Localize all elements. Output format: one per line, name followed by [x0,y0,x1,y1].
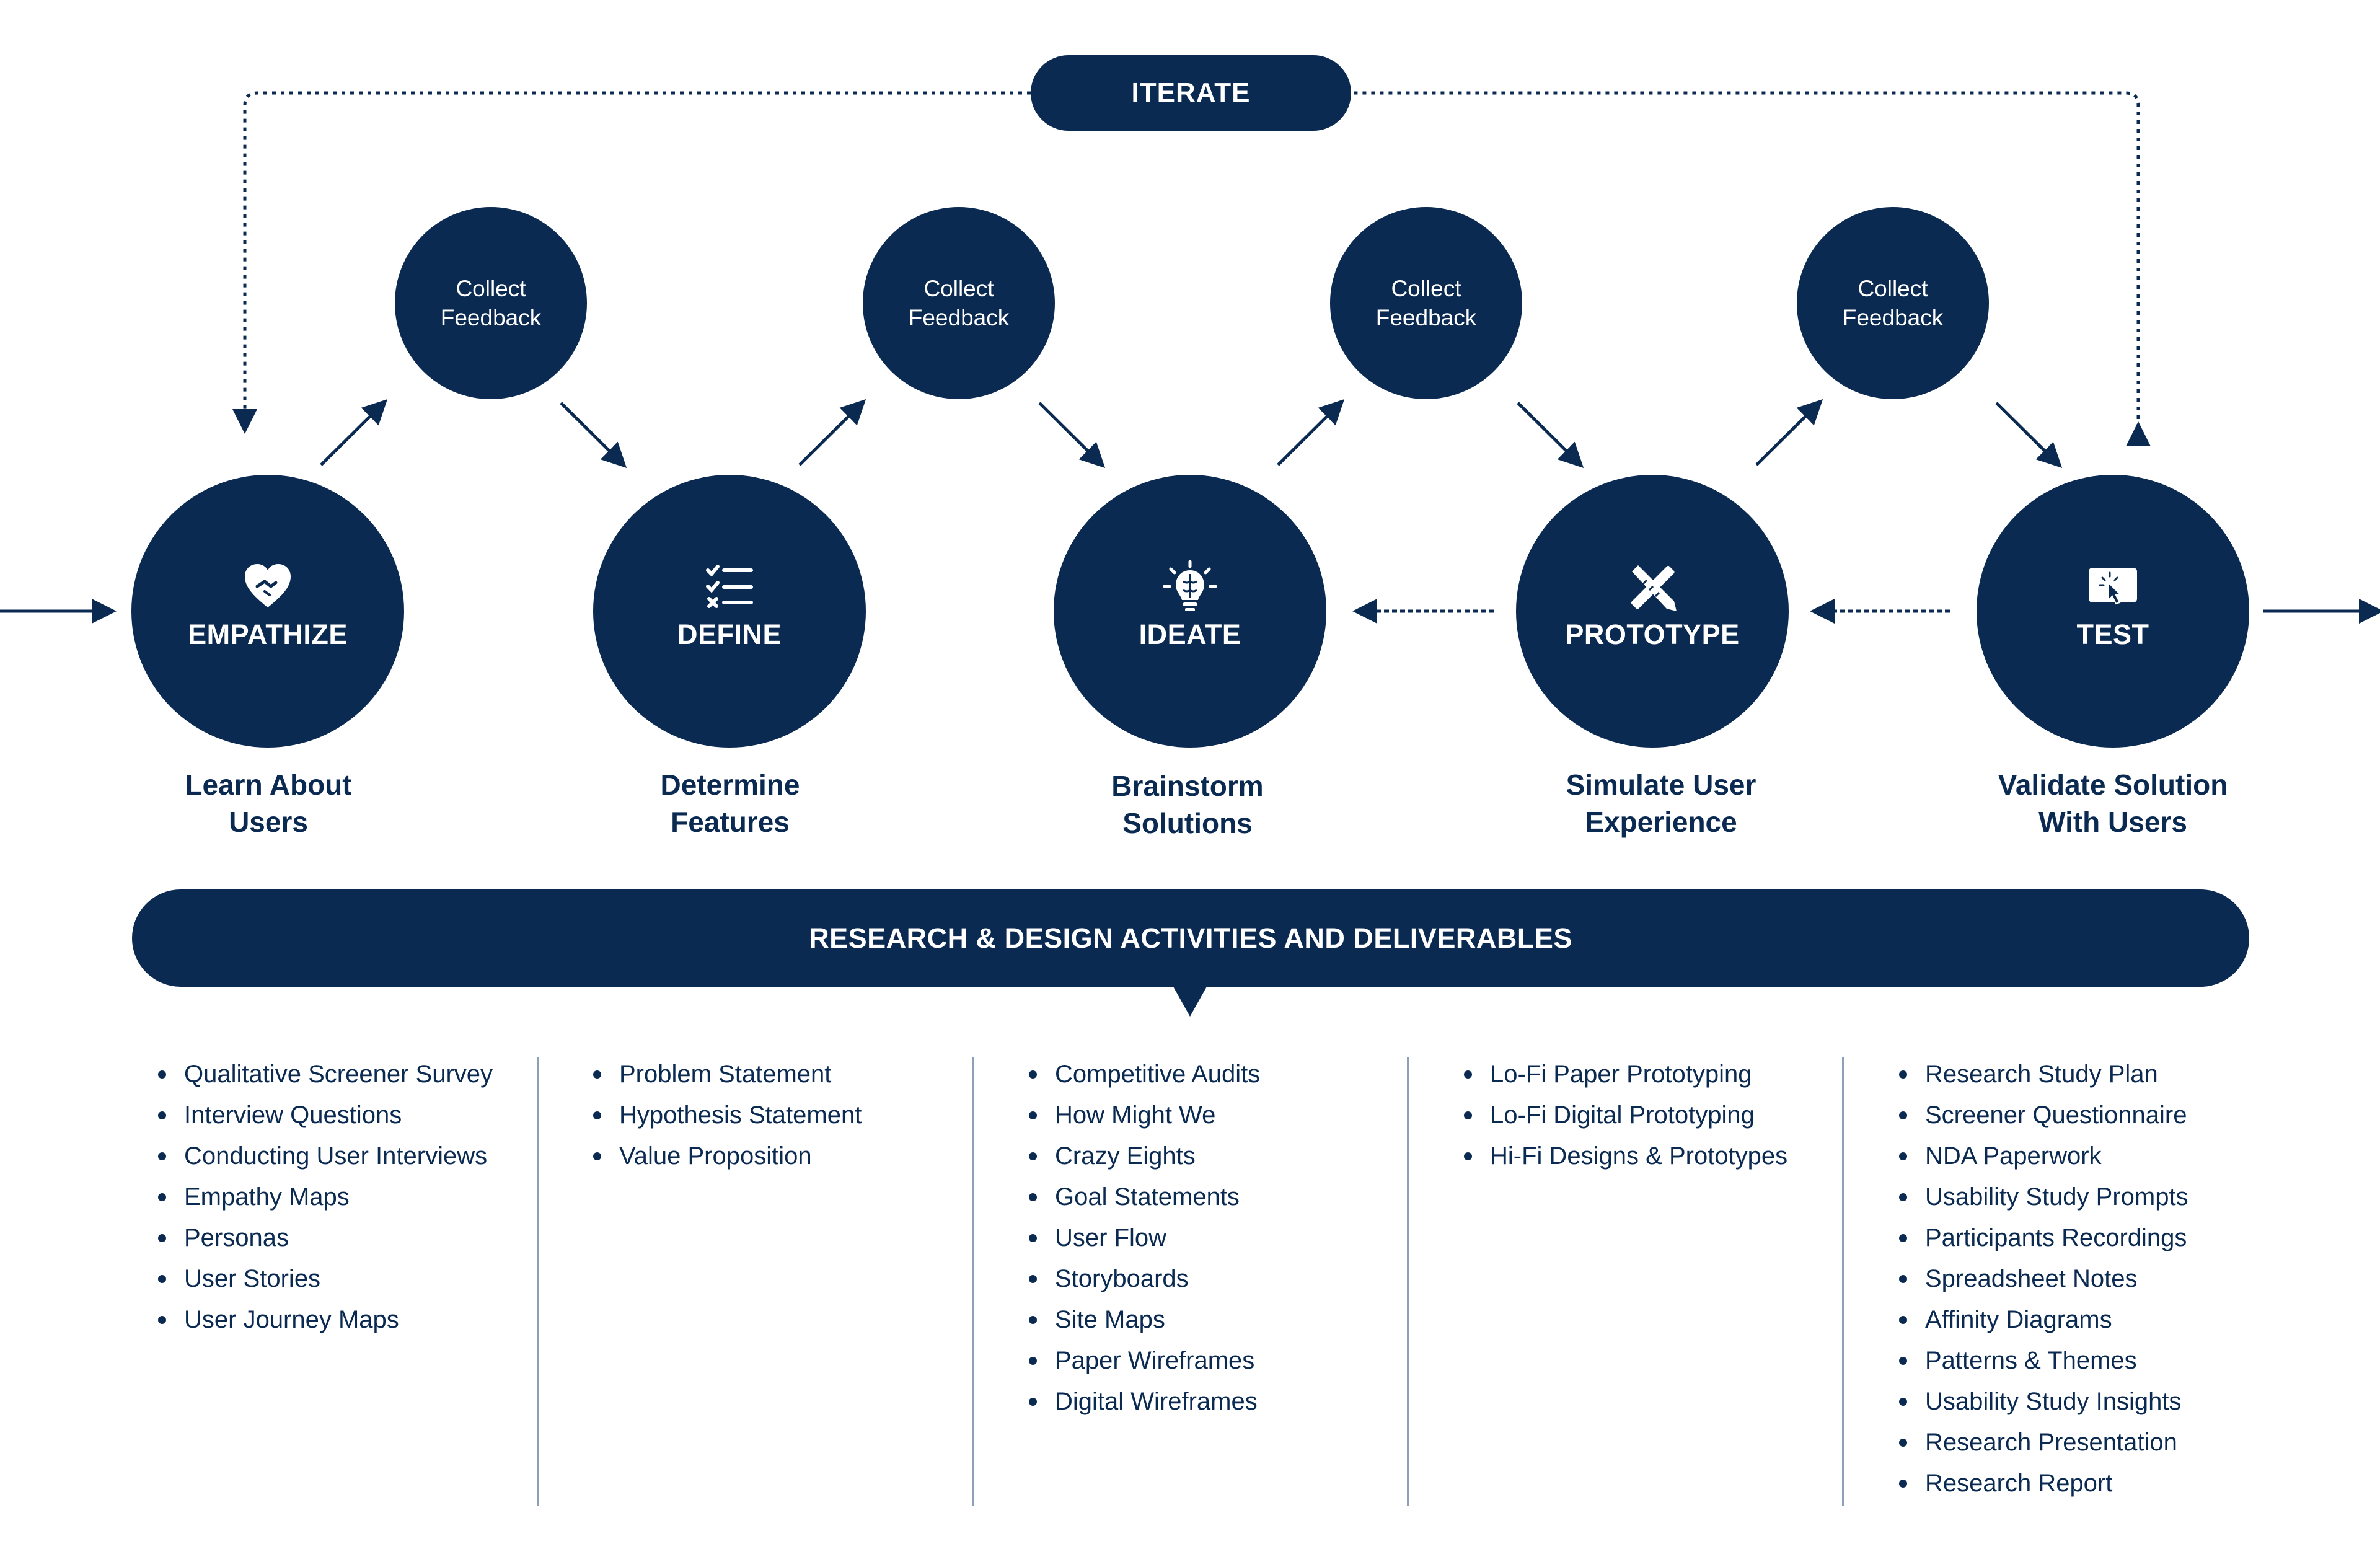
list-item: Usability Study Insights [1899,1381,2188,1422]
list-item: Hypothesis Statement [593,1095,862,1136]
deliverables-column-define: Problem Statement Hypothesis Statement V… [593,1054,862,1176]
stage-prototype: PROTOTYPE [1516,475,1789,748]
stage-empathize: EMPATHIZE [131,475,404,748]
list-item: Digital Wireframes [1029,1381,1260,1422]
stage-description: Simulate User Experience [1566,769,1756,838]
list-item: Goal Statements [1029,1176,1260,1217]
list-item: How Might We [1029,1095,1260,1136]
list-item: Qualitative Screener Survey [158,1054,493,1095]
list-item: Participants Recordings [1899,1217,2188,1258]
arrow-define-to-feedback [798,399,866,466]
stage-title: TEST [2076,619,2149,650]
feedback-line-1: Collect [456,276,526,301]
list-item: Hi-Fi Designs & Prototypes [1464,1136,1787,1176]
stage-define: DEFINE [593,475,866,748]
stage-title: PROTOTYPE [1565,619,1740,650]
list-item: Lo-Fi Paper Prototyping [1464,1054,1787,1095]
iterate-label: ITERATE [1031,55,1351,131]
stage-title: DEFINE [677,619,782,650]
feedback-line-1: Collect [1391,276,1461,301]
arrow-feedback-to-define [560,402,627,469]
list-item: Screener Questionnaire [1899,1095,2188,1136]
column-divider [972,1057,974,1506]
list-item: Paper Wireframes [1029,1340,1260,1381]
list-item: Lo-Fi Digital Prototyping [1464,1095,1787,1136]
deliverables-banner: RESEARCH & DESIGN ACTIVITIES AND DELIVER… [132,889,2249,987]
arrow-feedback-to-test [1995,402,2063,469]
list-item: Personas [158,1217,493,1258]
stage-ideate: IDEATE [1054,475,1326,748]
column-divider [1407,1057,1409,1506]
lightbulb-brain-icon [1163,560,1217,611]
list-item: Empathy Maps [158,1176,493,1217]
arrow-ideate-to-feedback [1277,399,1345,466]
list-item: User Journey Maps [158,1299,493,1340]
stage-description: Validate Solution With Users [1998,769,2228,838]
deliverables-column-empathize: Qualitative Screener Survey Interview Qu… [158,1054,493,1340]
list-item: Site Maps [1029,1299,1260,1340]
arrow-feedback-to-ideate [1038,402,1106,469]
checklist-icon [706,565,753,608]
list-item: Research Presentation [1899,1422,2188,1463]
list-item: Spreadsheet Notes [1899,1258,2188,1299]
deliverables-column-test: Research Study Plan Screener Questionnai… [1899,1054,2188,1504]
feedback-line-2: Feedback [440,305,542,330]
stage-title: IDEATE [1139,619,1241,650]
list-item: Interview Questions [158,1095,493,1136]
banner-pointer [1173,986,1207,1017]
feedback-line-2: Feedback [908,305,1010,330]
list-item: NDA Paperwork [1899,1136,2188,1176]
arrow-feedback-to-prototype [1517,402,1584,469]
deliverables-column-prototype: Lo-Fi Paper Prototyping Lo-Fi Digital Pr… [1464,1054,1787,1176]
list-item: Conducting User Interviews [158,1136,493,1176]
pencil-ruler-icon [1631,565,1677,611]
stage-test: TEST [1977,475,2249,748]
column-divider [1842,1057,1844,1506]
list-item: Affinity Diagrams [1899,1299,2188,1340]
stage-description: Learn About Users [185,769,352,838]
feedback-line-2: Feedback [1375,305,1477,330]
list-item: Research Study Plan [1899,1054,2188,1095]
list-item: Research Report [1899,1463,2188,1504]
column-divider [537,1057,539,1506]
list-item: User Stories [158,1258,493,1299]
list-item: User Flow [1029,1217,1260,1258]
list-item: Value Proposition [593,1136,862,1176]
list-item: Patterns & Themes [1899,1340,2188,1381]
stage-description: Determine Features [660,769,800,838]
stage-title: EMPATHIZE [188,619,348,650]
iterate-loop-left [232,91,1031,434]
heart-handshake-icon [245,564,291,607]
stage-description: Brainstorm Solutions [1111,770,1264,839]
deliverables-column-ideate: Competitive Audits How Might We Crazy Ei… [1029,1054,1260,1422]
list-item: Usability Study Prompts [1899,1176,2188,1217]
iterate-loop-right [1351,91,2151,446]
feedback-line-2: Feedback [1842,305,1944,330]
arrow-empathize-to-feedback [320,399,388,466]
touch-screen-icon [2089,568,2137,605]
list-item: Storyboards [1029,1258,1260,1299]
list-item: Problem Statement [593,1054,862,1095]
list-item: Competitive Audits [1029,1054,1260,1095]
feedback-line-1: Collect [1858,276,1928,301]
list-item: Crazy Eights [1029,1136,1260,1176]
arrow-prototype-to-feedback [1755,399,1823,466]
feedback-line-1: Collect [923,276,994,301]
